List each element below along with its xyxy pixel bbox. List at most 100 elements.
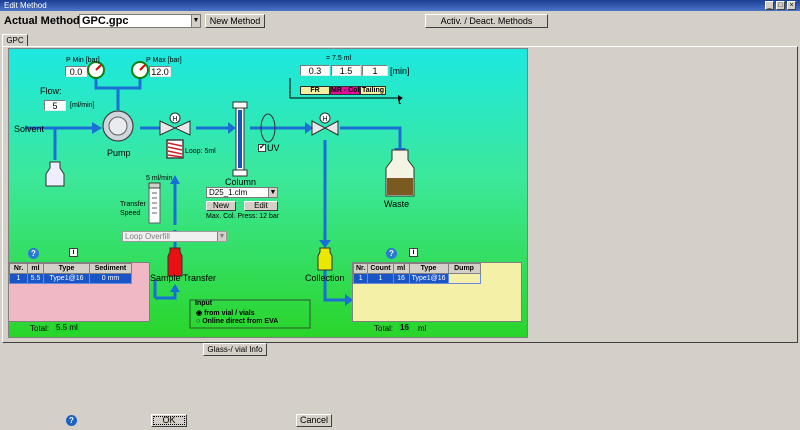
- col-header-nr[interactable]: Nr.: [9, 263, 28, 274]
- flow-field[interactable]: 5: [44, 100, 66, 111]
- column-new-button[interactable]: New: [206, 201, 236, 211]
- loop-select-value: Loop Overfill: [125, 232, 170, 241]
- maximize-icon[interactable]: □: [776, 1, 785, 10]
- pmax-field[interactable]: 12.0: [149, 66, 171, 77]
- pump-label: Pump: [107, 148, 131, 158]
- right-total-value: 16: [398, 323, 411, 332]
- time-axis-label: t: [398, 96, 401, 106]
- sample-vial-icon: [167, 247, 183, 277]
- tab-panel: [2, 46, 798, 343]
- solvent-label: Solvent: [14, 124, 45, 134]
- uv-label: UV: [267, 143, 280, 153]
- segment-mr-coll: MR - Coll.: [330, 86, 364, 95]
- svg-text:H: H: [173, 116, 178, 123]
- uv-detector-icon: [260, 113, 276, 143]
- timing-field-3[interactable]: 1: [362, 65, 388, 76]
- glass-vial-info-button[interactable]: Glass-/ vial Info: [203, 343, 267, 356]
- col-header-sediment[interactable]: Sediment: [89, 263, 132, 274]
- cell-type[interactable]: Type1@16: [43, 273, 90, 284]
- slider-thumb: [148, 182, 161, 189]
- radio-unselected-icon: ○: [196, 318, 201, 325]
- info-icon[interactable]: i: [409, 248, 418, 257]
- flow-unit: [ml/min]: [70, 102, 95, 109]
- loop-select[interactable]: Loop Overfill ▼: [122, 231, 227, 242]
- cell-ml[interactable]: 5.5: [27, 273, 44, 284]
- col-header-count[interactable]: Count: [367, 263, 394, 274]
- cell-sediment[interactable]: 0 mm: [89, 273, 132, 284]
- new-method-button[interactable]: New Method: [205, 14, 265, 28]
- column-label: Column: [225, 177, 257, 187]
- cell-ml[interactable]: 16: [392, 273, 410, 284]
- window-title: Edit Method: [4, 1, 47, 10]
- segment-tailing: Tailing: [360, 86, 386, 95]
- sample-transfer-label: Sample Transfer: [150, 273, 217, 283]
- cell-nr[interactable]: 1: [9, 273, 28, 284]
- vial-info-icon[interactable]: ?: [28, 248, 39, 259]
- svg-text:H: H: [323, 116, 328, 123]
- radio-online-eva[interactable]: ○ Online direct from EVA: [196, 318, 278, 325]
- radio-selected-icon: ◉: [196, 310, 203, 317]
- help-icon[interactable]: ?: [66, 415, 77, 426]
- timing-field-2[interactable]: 1.5: [331, 65, 361, 76]
- method-select[interactable]: GPC.gpc ▼: [79, 14, 201, 28]
- sample-list-panel: Nr. ml Type Sediment 1 5.5 Type1@16 0 mm: [8, 262, 150, 322]
- cancel-button[interactable]: Cancel: [296, 414, 332, 427]
- sample-table: Nr. ml Type Sediment 1 5.5 Type1@16 0 mm: [9, 263, 132, 284]
- column-edit-button[interactable]: Edit: [244, 201, 278, 211]
- pmin-field[interactable]: 0.0: [65, 66, 87, 77]
- col-header-nr[interactable]: Nr.: [352, 263, 369, 274]
- cell-nr[interactable]: 1: [352, 273, 369, 284]
- cell-count[interactable]: 1: [367, 273, 394, 284]
- flow-label: Flow:: [40, 86, 62, 96]
- table-row[interactable]: 1 5.5 Type1@16 0 mm: [9, 273, 132, 284]
- timing-unit: [min]: [390, 66, 410, 76]
- max-col-press-label: Max. Col. Press: 12 bar: [206, 213, 280, 220]
- column-select-value: D25_1.clm: [209, 188, 248, 197]
- segment-fr: FR: [300, 86, 330, 95]
- column-select[interactable]: D25_1.clm ▼: [206, 187, 278, 198]
- col-header-type[interactable]: Type: [43, 263, 90, 274]
- radio-from-vial[interactable]: ◉ from vial / vials: [196, 309, 255, 317]
- input-group-title: Input: [195, 300, 213, 307]
- transfer-speed-value: 5 ml/min: [146, 175, 173, 182]
- minimize-icon[interactable]: _: [765, 1, 774, 10]
- activ-deact-methods-button[interactable]: Activ. / Deact. Methods: [425, 14, 548, 28]
- pmax-label: P Max [bar]: [146, 57, 182, 64]
- method-select-value: GPC.gpc: [82, 15, 129, 27]
- loop-coil-icon: [166, 139, 184, 159]
- col-header-dump[interactable]: Dump: [447, 263, 481, 274]
- collection-list-panel: Nr. Count ml Type Dump 1 1 16 Type1@16: [352, 262, 522, 322]
- transfer-speed-label: Transfer Speed: [120, 201, 146, 217]
- window-title-bar: Edit Method _ □ ×: [0, 0, 800, 11]
- ok-button[interactable]: OK: [151, 414, 187, 427]
- uv-checkbox[interactable]: ✔: [258, 144, 266, 152]
- tab-gpc[interactable]: GPC: [2, 34, 28, 46]
- close-icon[interactable]: ×: [787, 1, 796, 10]
- timing-field-1[interactable]: 0.3: [300, 65, 330, 76]
- table-row[interactable]: 1 1 16 Type1@16: [352, 273, 481, 284]
- col-header-ml[interactable]: ml: [27, 263, 44, 274]
- cell-dump[interactable]: [447, 273, 481, 284]
- radio-from-vial-label: from vial / vials: [204, 310, 255, 317]
- cell-type[interactable]: Type1@16: [408, 273, 449, 284]
- collection-vial-icon: [317, 247, 333, 271]
- volume-label: = 7.5 ml: [326, 55, 352, 62]
- arrow-icon: [92, 122, 102, 134]
- check-icon: ✔: [259, 144, 265, 151]
- right-total-unit: ml: [418, 324, 427, 333]
- radio-online-eva-label: Online direct from EVA: [202, 318, 279, 325]
- loop-label: Loop: 5ml: [185, 148, 216, 155]
- chevron-down-icon[interactable]: ▼: [191, 15, 200, 27]
- chevron-down-icon[interactable]: ▼: [217, 232, 226, 241]
- col-header-ml[interactable]: ml: [392, 263, 410, 274]
- chevron-down-icon[interactable]: ▼: [268, 188, 277, 197]
- collection-info-icon[interactable]: ?: [386, 248, 397, 259]
- info-icon[interactable]: i: [69, 248, 78, 257]
- right-total-label: Total:: [374, 324, 394, 333]
- collection-table: Nr. Count ml Type Dump 1 1 16 Type1@16: [352, 263, 481, 284]
- pmin-label: P Min [bar]: [66, 57, 100, 64]
- actual-method-label: Actual Method:: [4, 15, 84, 27]
- left-total-label: Total:: [30, 324, 50, 333]
- col-header-type[interactable]: Type: [408, 263, 449, 274]
